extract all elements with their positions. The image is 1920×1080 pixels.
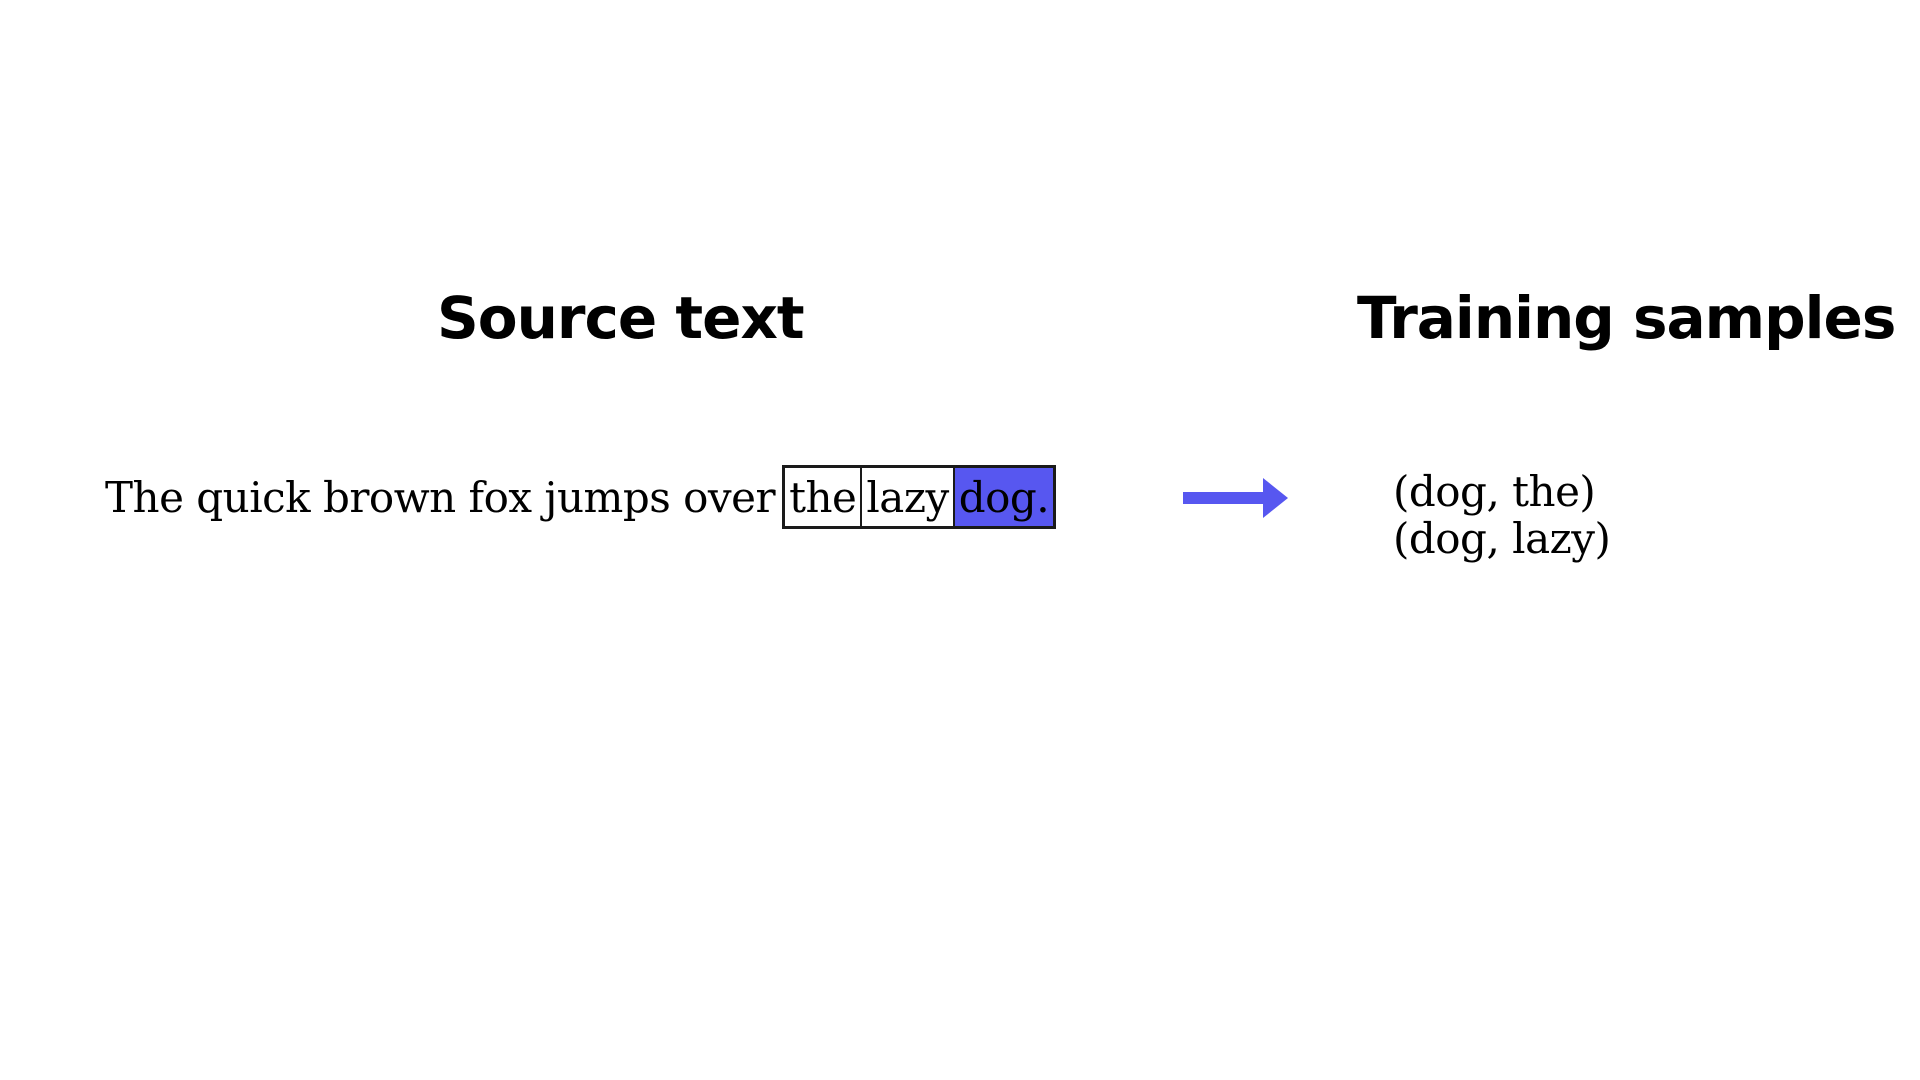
context-window: the lazy dog. [782, 465, 1057, 529]
source-sentence: The quick brown fox jumps over the lazy … [105, 464, 1057, 530]
context-token-the: the [789, 472, 857, 522]
training-sample: (dog, lazy) [1393, 514, 1611, 563]
source-text-heading: Source text [437, 284, 805, 352]
context-token-lazy: lazy [860, 468, 952, 526]
arrow-shaft [1183, 492, 1265, 504]
training-samples-heading: Training samples [1357, 284, 1896, 352]
training-samples-list: (dog, the) (dog, lazy) [1393, 467, 1611, 563]
center-token-dog: dog. [952, 468, 1054, 526]
sentence-prefix: The quick brown fox jumps over [105, 472, 776, 522]
arrow-right-icon [1183, 478, 1288, 518]
training-sample: (dog, the) [1393, 467, 1596, 516]
arrow-head [1263, 478, 1288, 518]
